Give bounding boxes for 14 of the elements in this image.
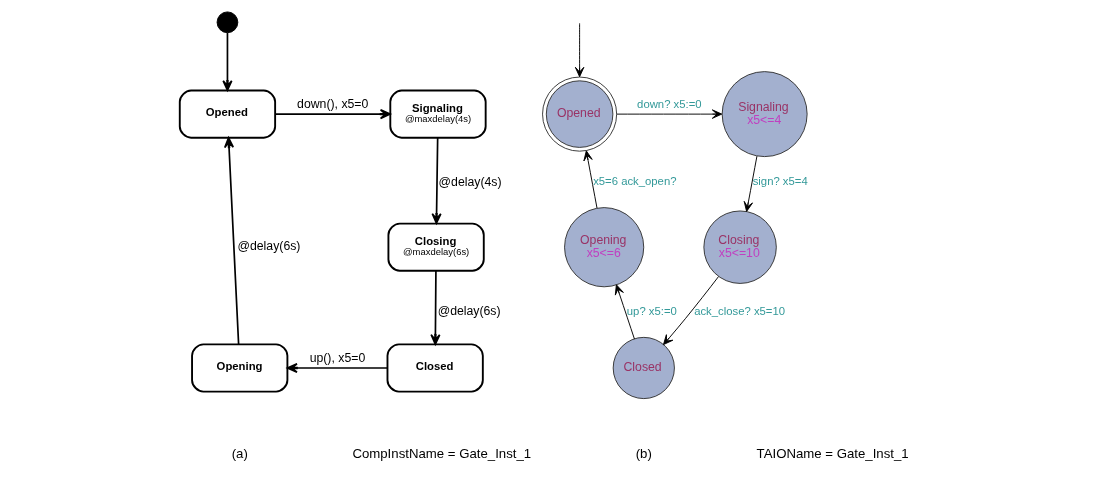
edge-label: x5=6 ack_open? [592,175,676,188]
edge-label: @delay(4s) [438,174,502,189]
label: (b) [635,445,652,461]
edge-label: up? x5:=0 [626,305,677,318]
edge-label: down? x5:=0 [636,98,702,111]
label: CompInstName = Gate_Inst_1 [351,445,531,461]
edge-label: ack_close? x5=10 [693,305,785,318]
label: (a) [231,445,248,461]
edge-label: @delay(6s) [437,304,501,319]
edge-label: down(), x5=0 [296,96,368,111]
edge-label: up(), x5=0 [309,350,365,365]
edge-label: sign? x5=4 [752,175,808,188]
label: TAIOName = Gate_Inst_1 [756,445,909,461]
edge-label: @delay(6s) [237,239,300,254]
